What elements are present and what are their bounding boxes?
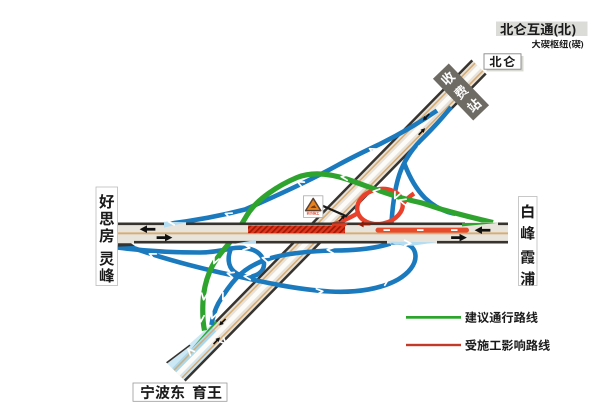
svg-text:(: ( <box>569 39 572 49</box>
svg-text:(: ( <box>554 22 559 37</box>
svg-text:): ) <box>581 39 584 49</box>
svg-text:): ) <box>572 22 576 37</box>
